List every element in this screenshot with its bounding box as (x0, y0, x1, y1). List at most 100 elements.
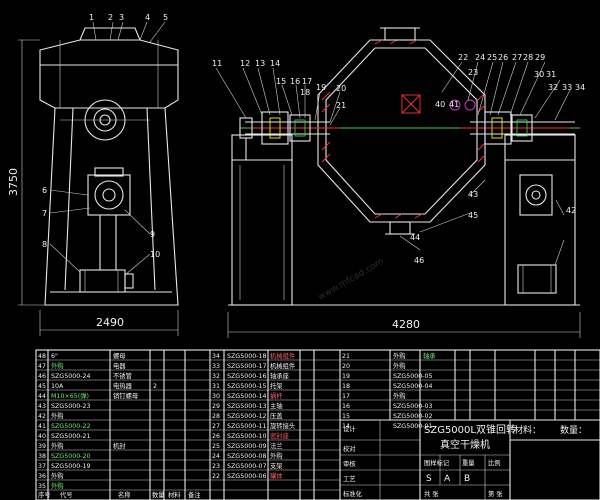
bom-mid-no: 27 (212, 423, 220, 430)
callout-25: 25 (487, 53, 497, 62)
bom-cell-code: M10×65(弹) (51, 391, 89, 400)
callout-29: 29 (535, 53, 545, 62)
front-callouts: 1 2 3 4 5 6 7 8 9 10 (42, 13, 168, 276)
dimension-side-width: 4280 (392, 318, 420, 331)
callout-13: 13 (255, 59, 265, 68)
bom-cell-no: 47 (38, 363, 46, 370)
callout-40: 40 (435, 100, 445, 109)
bom-right-no: 14 (342, 423, 350, 430)
dimension-front-width: 2490 (96, 316, 124, 329)
bom-right-no: 20 (342, 363, 350, 370)
callout-21: 21 (336, 101, 346, 110)
bom-cell-name: 电器 (113, 361, 126, 370)
bom-header-material: 材料 (168, 490, 181, 499)
callout-9: 9 (150, 230, 155, 239)
bom-mid-code: SZG5000-07 (227, 463, 267, 470)
stage-label: 图样标记 (424, 458, 450, 467)
bom-mid-no: 30 (212, 393, 220, 400)
ratio-label: 比例 (488, 458, 501, 467)
callout-2: 2 (108, 13, 113, 22)
bom-cell-code: 外购 (51, 411, 64, 420)
bom-header-name: 名称 (118, 490, 131, 499)
bom-right-no: 17 (342, 393, 350, 400)
sheet-total: 共 张 (424, 489, 439, 498)
bom-mid-code: SZG5000-09 (227, 443, 267, 450)
callout-5: 5 (163, 13, 168, 22)
bom-mid-no: 26 (212, 433, 220, 440)
role-design: 设计 (343, 424, 356, 433)
bom-cell-code: SZG5000-21 (51, 433, 91, 440)
bom-right-code: 外购 (393, 391, 406, 400)
bom-mid-no: 29 (212, 403, 220, 410)
bom-right-code: 外购 (393, 361, 406, 370)
bom-header-code: 代号 (60, 490, 73, 499)
bom-mid-code: SZG5000-14 (227, 393, 267, 400)
bom-cell-code: 外购 (51, 441, 64, 450)
bom-mid-code: SZG5000-16 (227, 373, 267, 380)
bom-right-code: SZG5000-01 (393, 423, 433, 430)
bom-mid-code: SZG5000-18 (227, 353, 267, 360)
bom-cell-name: 螺母 (113, 351, 126, 360)
callout-20: 20 (336, 84, 346, 93)
bom-right-code: SZG5000-03 (393, 403, 433, 410)
bom-header-qty: 数量 (152, 490, 165, 499)
callout-41: 41 (449, 100, 459, 109)
bom-right-no: 18 (342, 383, 350, 390)
bom-cell-code: 外购 (51, 471, 64, 480)
side-view: 11 12 13 14 15 16 17 19 18 20 21 22 24 2… (212, 27, 585, 338)
bom-mid-no: 24 (212, 453, 220, 460)
weight-label: 重量 (462, 459, 475, 467)
bom-cell-code: SZG5000-19 (51, 463, 91, 470)
bom-mid-no: 32 (212, 373, 220, 380)
bom-mid-name: 托架 (270, 381, 283, 390)
callout-7: 7 (42, 209, 47, 218)
bom-mid-name: 法兰 (270, 441, 283, 450)
bom-mid-code: SZG5000-11 (227, 423, 267, 430)
callout-1: 1 (89, 13, 94, 22)
callout-34: 34 (575, 83, 585, 92)
bom-mid-no: 28 (212, 413, 220, 420)
bom-right-no: 21 (342, 353, 350, 360)
title-line2: 真空干燥机 (440, 438, 490, 451)
bom-cell-code: 10A (51, 383, 64, 390)
watermark: www.mfcad.com (317, 257, 386, 303)
bom-cell-code: SZG5000-24 (51, 373, 91, 380)
bom-right-code: SZG5000-04 (393, 383, 433, 390)
bom-cell-code: SZG5000-20 (51, 453, 91, 460)
bom-cell-code: 外购 (51, 481, 64, 490)
callout-12: 12 (240, 59, 250, 68)
bom-cell-no: 37 (38, 463, 46, 470)
bom-mid-code: SZG5000-10 (227, 433, 267, 440)
role-standard: 标准化 (343, 489, 363, 498)
bom-mid-name: 机械组件 (270, 361, 295, 370)
bom-mid-code: SZG5000-13 (227, 403, 267, 410)
callout-28: 28 (523, 53, 533, 62)
bom-mid-no: 34 (212, 353, 220, 360)
bom-mid-name: 压盖 (270, 411, 283, 420)
bom-right-no: 15 (342, 413, 350, 420)
callout-26: 26 (498, 53, 508, 62)
callout-46: 46 (414, 256, 424, 265)
callout-14: 14 (270, 59, 280, 68)
bom-mid-no: 31 (212, 383, 220, 390)
callout-19: 19 (316, 83, 326, 92)
bom-mid-no: 22 (212, 473, 220, 480)
dimension-height: 3750 (7, 168, 20, 196)
bom-cell-no: 42 (38, 413, 46, 420)
bom-mid-code: SZG5000-17 (227, 363, 267, 370)
callout-15: 15 (276, 77, 286, 86)
bom-right-code: SZG5000-02 (393, 413, 433, 420)
bom-cell-name: 销钉螺母 (113, 391, 138, 400)
bom-cell-code: 外购 (51, 361, 64, 370)
callout-31: 31 (546, 70, 556, 79)
bom-mid-code: SZG5000-15 (227, 383, 267, 390)
bom-mid-name: 旋转接头 (270, 421, 295, 430)
bom-cell-no: 38 (38, 453, 46, 460)
role-review: 审核 (343, 459, 356, 468)
bom-cell-no: 39 (38, 443, 46, 450)
bom-mid-name: 密封座 (270, 431, 289, 440)
callout-17: 17 (302, 77, 312, 86)
bom-mid-name: 蜗杆 (270, 391, 283, 400)
